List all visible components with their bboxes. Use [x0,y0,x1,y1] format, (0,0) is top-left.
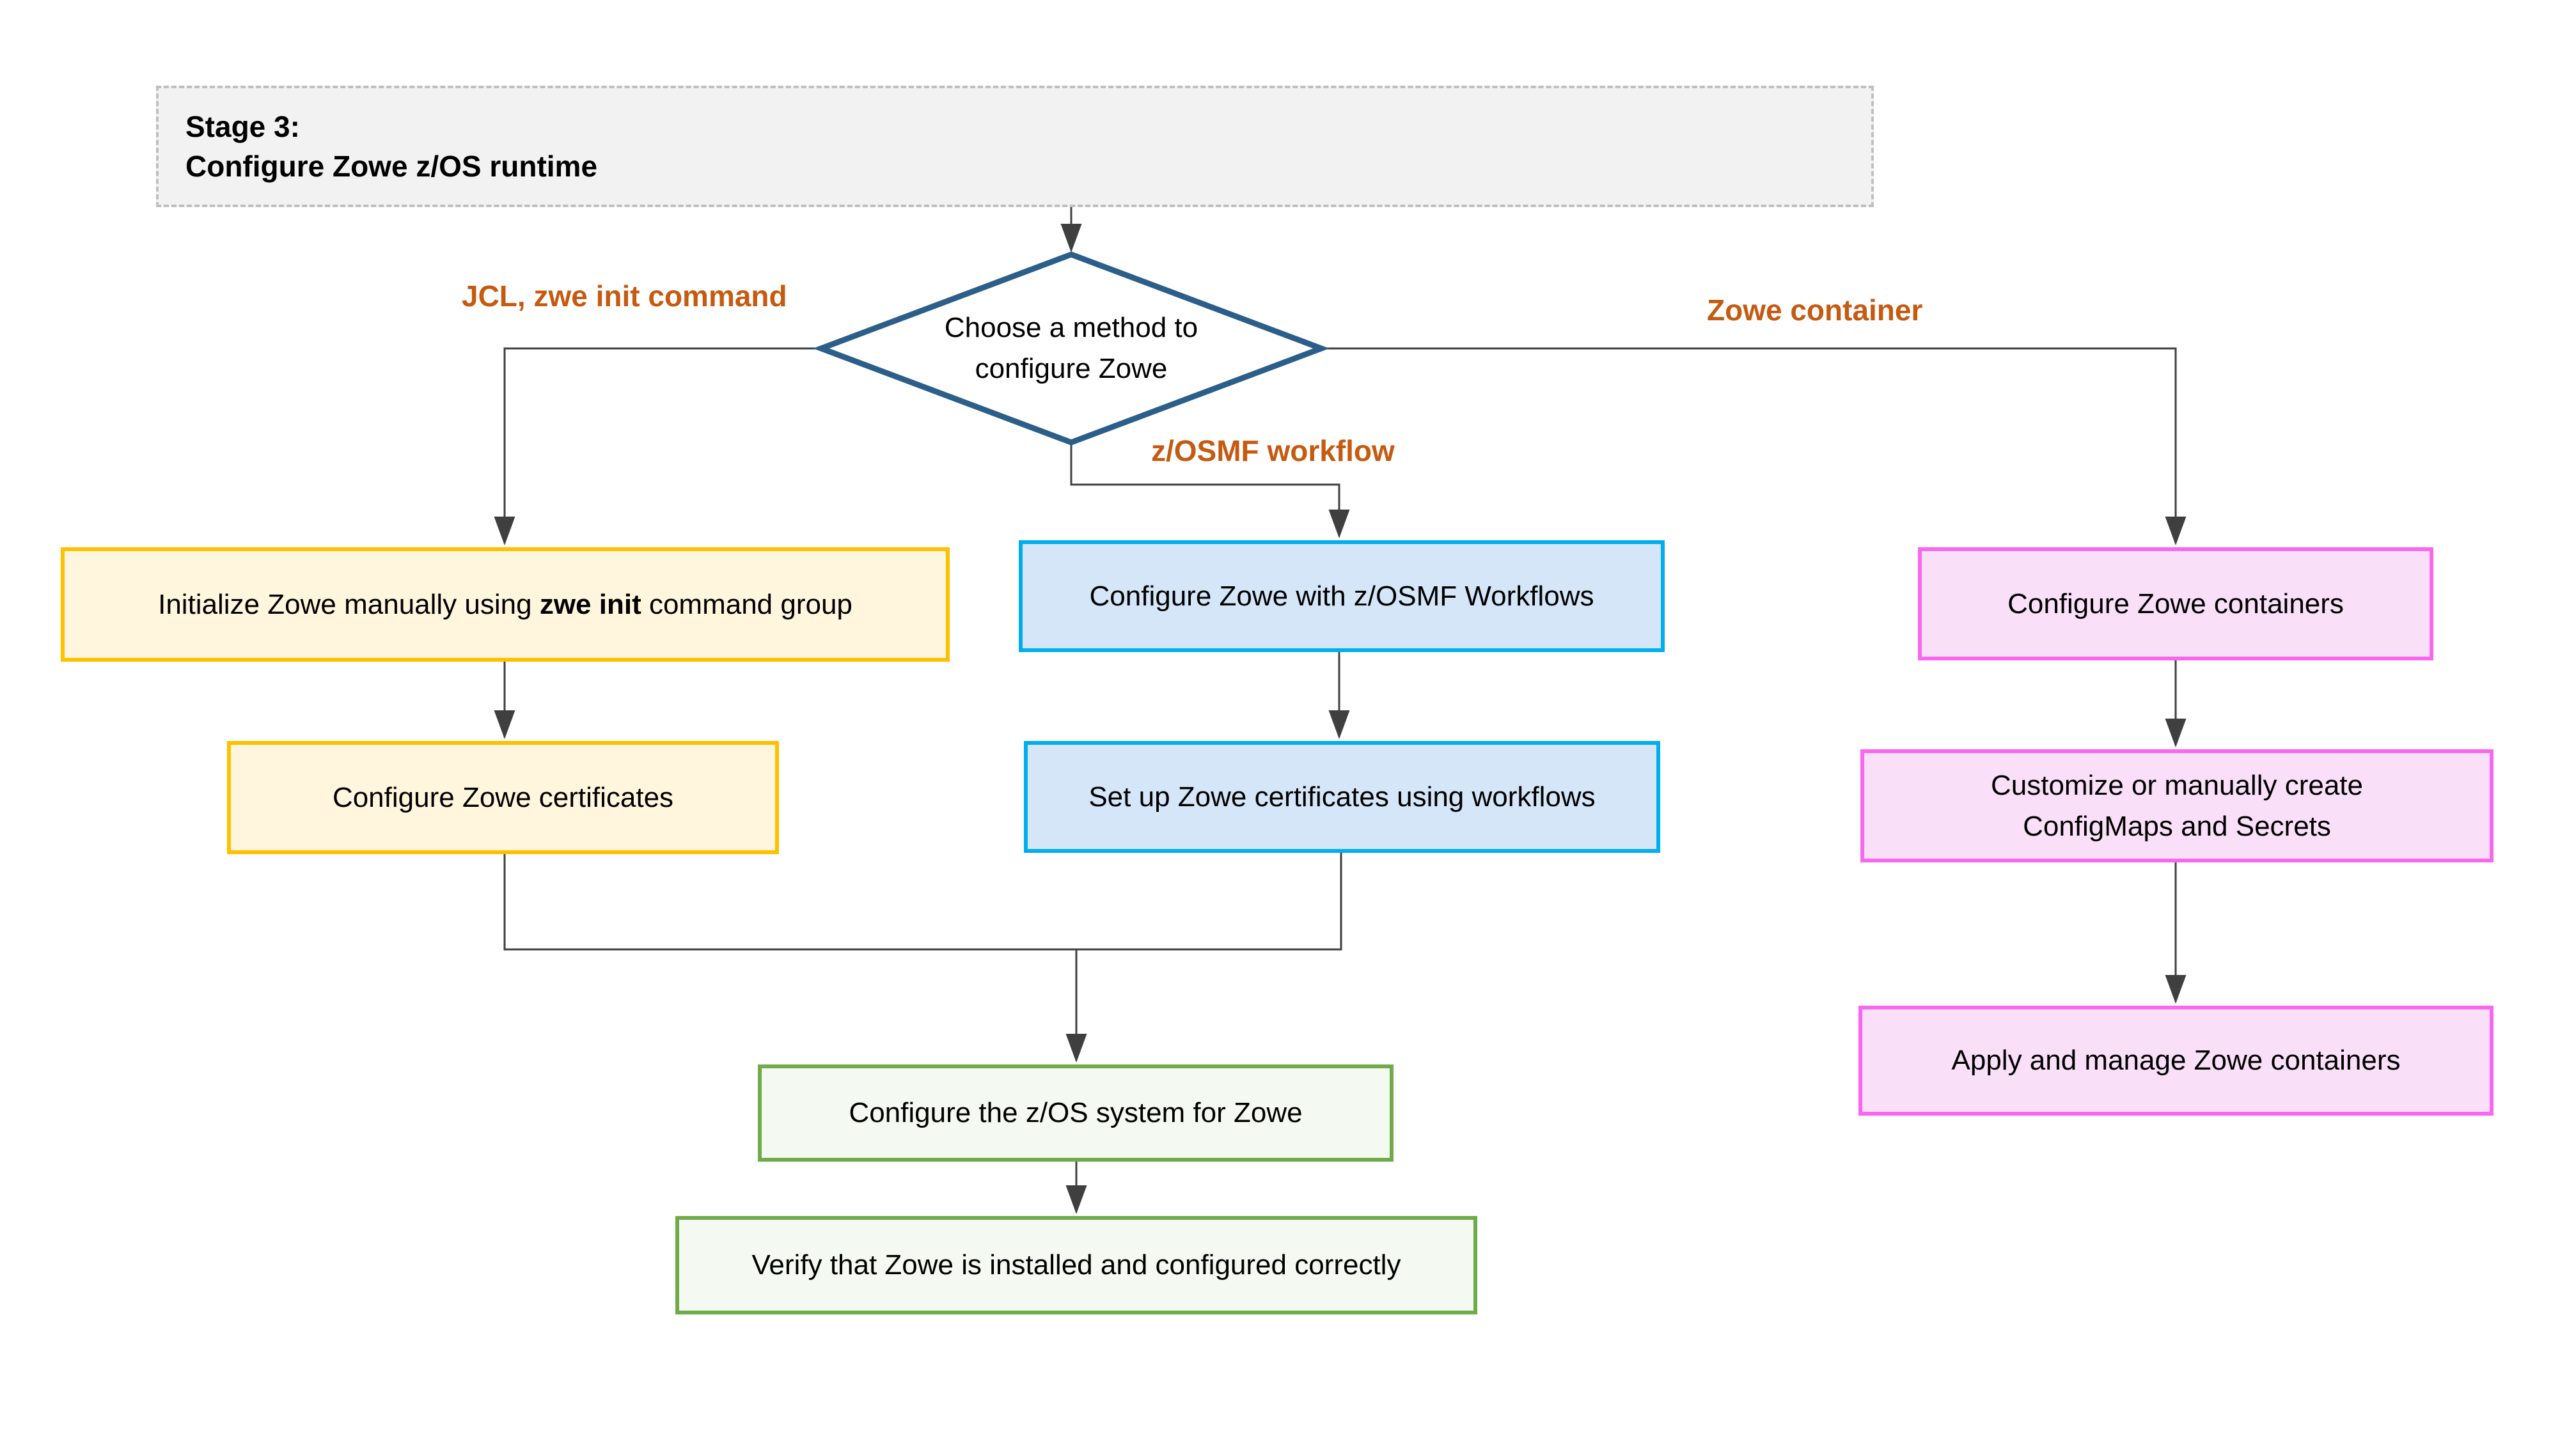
branch-label-zosmf-workflow: z/OSMF workflow [1151,434,1395,467]
node-configmaps-line1: Customize or manually create [1990,769,2363,801]
node-zosmf-workflows-label: Configure Zowe with z/OSMF Workflows [1089,580,1594,612]
decision-label-line1: Choose a method to [944,312,1198,344]
decision-diamond [813,251,1330,446]
connector-decision-to-zosmf [1070,442,1350,538]
node-verify-install-label: Verify that Zowe is installed and config… [751,1249,1401,1281]
node-verify-install: Verify that Zowe is installed and config… [675,1216,1477,1314]
branch-label-zowe-container: Zowe container [1707,293,1923,327]
node-configmaps-secrets: Customize or manually create ConfigMaps … [1860,749,2494,862]
node-configure-certificates: Configure Zowe certificates [227,741,779,854]
node-configure-containers-label: Configure Zowe containers [2007,588,2344,620]
connector-workflow-certs-merge [1076,853,1342,951]
node-configure-zos-system-label: Configure the z/OS system for Zowe [849,1097,1303,1129]
node-apply-containers: Apply and manage Zowe containers [1858,1006,2494,1116]
node-workflow-certificates: Set up Zowe certificates using workflows [1024,741,1660,853]
node-apply-containers-label: Apply and manage Zowe containers [1951,1045,2401,1077]
branch-label-jcl-zwe-init: JCL, zwe init command [462,279,787,313]
decision-label: Choose a method to configure Zowe [860,306,1282,391]
node-configmaps-line2: ConfigMaps and Secrets [2023,810,2331,842]
node-zosmf-workflows: Configure Zowe with z/OSMF Workflows [1019,540,1665,652]
connector-decision-to-containers [1323,347,2187,545]
initialize-text-pre: Initialize Zowe manually using [158,588,540,620]
stage-title-line2: Configure Zowe z/OS runtime [185,150,598,183]
initialize-text-post: command group [641,588,852,620]
node-configure-certificates-label: Configure Zowe certificates [332,781,674,813]
initialize-text-bold: zwe init [539,588,641,620]
connector-certificates-merge [503,854,1076,951]
stage-title-line1: Stage 3: [185,109,300,143]
node-initialize-zwe-label: Initialize Zowe manually using zwe init … [158,584,852,625]
decision-label-line2: configure Zowe [975,353,1168,384]
node-configure-zos-system: Configure the z/OS system for Zowe [758,1064,1394,1162]
connector-decision-to-initialize [494,347,822,545]
node-initialize-zwe: Initialize Zowe manually using zwe init … [61,547,950,662]
node-configure-containers: Configure Zowe containers [1918,547,2433,660]
node-workflow-certificates-label: Set up Zowe certificates using workflows [1088,781,1596,813]
stage-header: Stage 3: Configure Zowe z/OS runtime [156,86,1874,207]
